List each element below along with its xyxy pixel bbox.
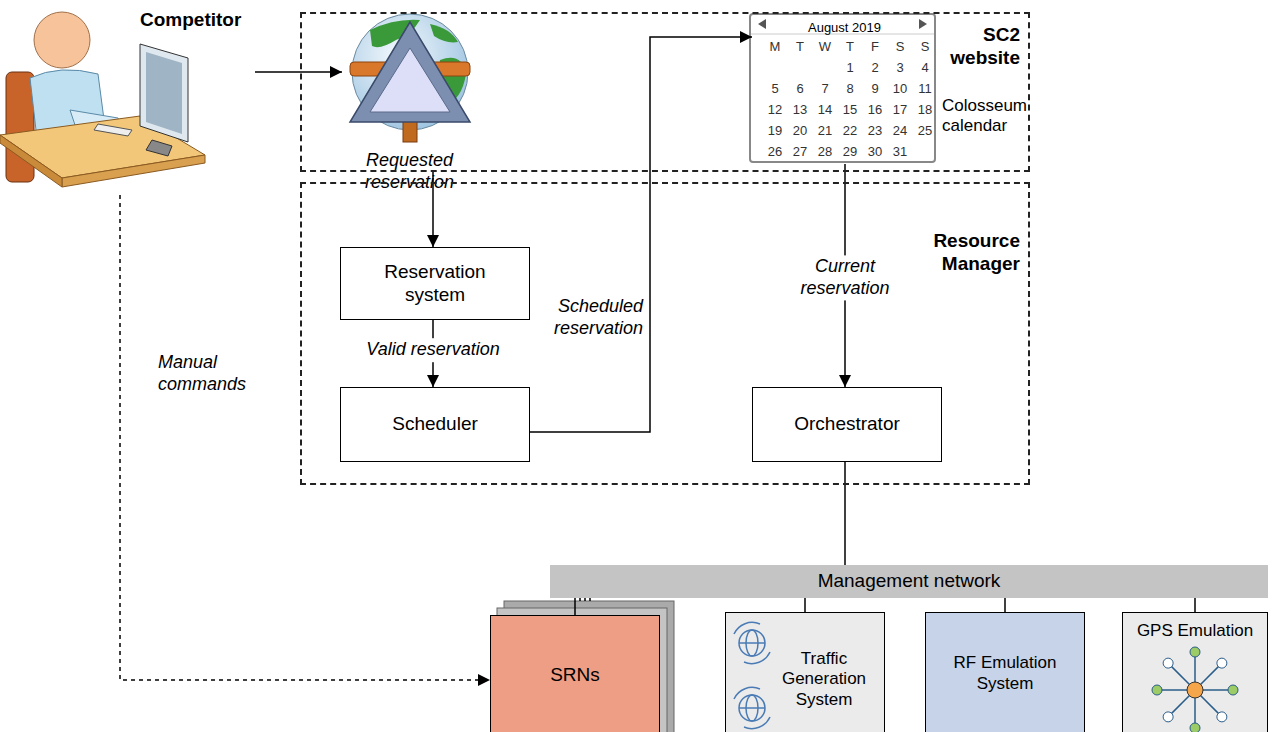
node-text: SRNs	[550, 664, 600, 687]
calendar-day: 10	[888, 81, 912, 97]
calendar-day: 23	[863, 123, 887, 139]
gps-spoke	[1195, 689, 1233, 691]
connector	[804, 598, 806, 612]
calendar-day: 2	[863, 60, 887, 76]
node-text: Resource Manager	[925, 230, 1020, 276]
calendar-day: 13	[788, 102, 812, 118]
gps-spoke	[1195, 690, 1222, 717]
system-box: RF Emulation System	[925, 612, 1085, 732]
gps-satellite	[1163, 658, 1173, 668]
node-text: Competitor	[140, 9, 252, 32]
calendar-day: 3	[888, 60, 912, 76]
calendar-day: 31	[888, 144, 912, 160]
node-text: Colosseum calendar	[942, 96, 1027, 137]
weekday-label: W	[813, 39, 837, 55]
calendar-day: 9	[863, 81, 887, 97]
node-text: GPS Emulation	[1123, 621, 1267, 641]
calendar-day: 21	[813, 123, 837, 139]
calendar-day: 16	[863, 102, 887, 118]
connector	[574, 598, 576, 615]
competitor-figure	[0, 12, 205, 187]
node-text: Management network	[818, 570, 1001, 593]
node-text: August 2019	[752, 20, 937, 36]
website-icon: Requested reservation	[342, 16, 477, 172]
srn-box: SRNs	[490, 615, 660, 732]
connector	[844, 462, 846, 565]
node-text: RF Emulation System	[939, 651, 1072, 696]
gps-satellite	[1152, 685, 1162, 695]
calendar-day: 18	[913, 102, 937, 118]
weekday-label: S	[888, 39, 912, 55]
calendar-day: 26	[763, 144, 787, 160]
calendar-day: 6	[788, 81, 812, 97]
weekday-label: T	[788, 39, 812, 55]
calendar-frame	[750, 14, 935, 162]
calendar-day: 24	[888, 123, 912, 139]
edge-label: Manual commands	[158, 352, 250, 395]
edge-label: Scheduled reservation	[548, 296, 643, 339]
gps-satellite	[1190, 723, 1200, 732]
network-bar: Management network	[550, 565, 1268, 598]
calendar-day: 1	[838, 60, 862, 76]
gps-satellite	[1228, 685, 1238, 695]
gps-satellite	[1190, 647, 1200, 657]
gps-spoke	[1157, 689, 1195, 691]
weekday-label: S	[913, 39, 937, 55]
process-box: Reservation system	[340, 247, 530, 320]
gps-satellite	[1217, 658, 1227, 668]
node-text: Scheduler	[392, 413, 478, 436]
calendar-day: 27	[788, 144, 812, 160]
calendar-day: 22	[838, 123, 862, 139]
website-globe-icon	[350, 14, 470, 142]
colosseum-calendar: August 2019Colosseum calendar	[752, 16, 1017, 164]
calendar-day: 29	[838, 144, 862, 160]
system-box: GPS Emulation	[1122, 612, 1268, 732]
edge-label: Valid reservation	[363, 338, 502, 362]
gps-spoke	[1168, 663, 1195, 690]
gps-star	[1152, 647, 1238, 732]
process-box: Orchestrator	[752, 387, 942, 462]
node-text: Requested reservation	[332, 150, 487, 193]
weekday-label: F	[863, 39, 887, 55]
calendar-day: 7	[813, 81, 837, 97]
calendar-day: 20	[788, 123, 812, 139]
resource-manager-region: Resource ManagerReservation systemSchedu…	[300, 182, 1030, 485]
calendar-day: 11	[913, 81, 937, 97]
weekday-label: T	[838, 39, 862, 55]
calendar-day: 12	[763, 102, 787, 118]
competitor-figure: Competitor	[5, 5, 255, 195]
node-text: Traffic Generation System	[768, 649, 880, 710]
edge-label: Current reservation	[792, 255, 898, 300]
gps-center	[1187, 682, 1203, 698]
calendar-day: 30	[863, 144, 887, 160]
gps-satellite	[1217, 712, 1227, 722]
gps-spoke	[1168, 690, 1195, 717]
gps-satellite	[1163, 712, 1173, 722]
calendar-day: 28	[813, 144, 837, 160]
calendar-day: 17	[888, 102, 912, 118]
calendar-day: 19	[763, 123, 787, 139]
calendar-day: 5	[763, 81, 787, 97]
process-box: Scheduler	[340, 387, 530, 462]
gps-spoke	[1195, 663, 1222, 690]
connector	[1194, 598, 1196, 612]
node-text: Orchestrator	[794, 413, 900, 436]
calendar-day: 8	[838, 81, 862, 97]
connector	[1004, 598, 1006, 612]
calendar-day: 14	[813, 102, 837, 118]
connector	[530, 37, 752, 432]
calendar-day: 15	[838, 102, 862, 118]
traffic-icons	[734, 622, 770, 728]
node-text: Reservation system	[370, 261, 500, 307]
node-text: SC2 website	[925, 24, 1020, 70]
gps-spoke	[1194, 690, 1196, 728]
system-box: Traffic Generation System	[725, 612, 885, 732]
connector	[255, 71, 342, 73]
calendar-day: 25	[913, 123, 937, 139]
weekday-label: M	[763, 39, 787, 55]
gps-spoke	[1194, 652, 1196, 690]
calendar-day: 4	[913, 60, 937, 76]
